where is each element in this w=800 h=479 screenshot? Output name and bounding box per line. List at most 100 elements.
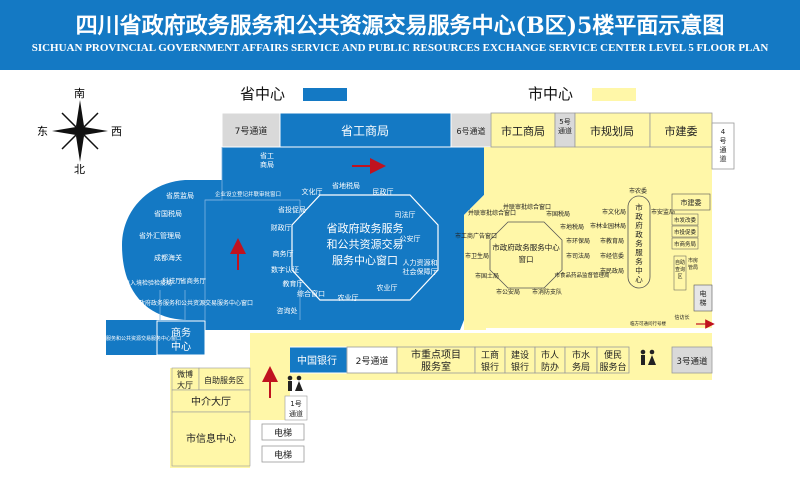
- cwv-7: 务: [635, 256, 643, 266]
- label-qiye-sheli: 企业设立登记并联审批窗口: [215, 190, 281, 198]
- label-bingliang1: 并联审批综合窗口: [468, 209, 516, 217]
- channel-3-label: 3号通道: [677, 356, 708, 367]
- room-zhongdian-l2: 服务室: [421, 360, 451, 373]
- compass-east: 东: [37, 125, 48, 138]
- channel-7: [221, 112, 281, 148]
- label-sifa: 司法厅: [395, 210, 416, 219]
- room-renfang-l2: 防办: [541, 361, 559, 373]
- ch4-c: 通: [720, 145, 727, 154]
- label-shi-gongshang-gg: 市工商广告窗口: [455, 232, 497, 240]
- label-shi-huanbao: 市环保局: [566, 237, 590, 245]
- room-bianmin-l2: 服务台: [599, 361, 626, 373]
- room-zizhu-label: 自助服务区: [204, 375, 244, 385]
- room-shi-jianwei-2-label: 市建委: [681, 198, 702, 207]
- province-center-l1: 省政府政务服务: [327, 221, 404, 235]
- room-icbc-l1: 工商: [481, 349, 499, 361]
- room-xinxi[interactable]: [171, 411, 251, 467]
- label-bottom-note: 临方可通问行号楼: [630, 320, 666, 327]
- cwv-4: 政: [635, 229, 643, 239]
- zy-2: 查询: [675, 266, 685, 273]
- restroom-icon-right: [640, 349, 656, 365]
- label-gongan: 公安厅: [400, 234, 421, 243]
- cwv-3: 府: [635, 220, 643, 230]
- label-bingliang2: 并联审批综合窗口: [503, 203, 551, 211]
- label-sheng-waihui: 省外汇管理局: [139, 231, 181, 240]
- label-nongye-ting: 农业厅: [338, 293, 359, 302]
- ch5-a: 5号: [559, 118, 570, 126]
- city-center-window[interactable]: [489, 221, 563, 289]
- label-shi-sifa: 市司法局: [566, 252, 590, 260]
- label-shi-linye: 市林业园林局: [590, 222, 626, 230]
- label-zixun: 咨询处: [277, 306, 298, 315]
- page-subtitle: SICHUAN PROVINCIAL GOVERNMENT AFFAIRS SE…: [31, 42, 769, 54]
- label-sg-1: 省工: [260, 151, 274, 160]
- restroom-icon-left: [287, 375, 303, 391]
- label-minzheng: 民政厅: [373, 187, 394, 196]
- room-shuiwu-l2: 务局: [572, 361, 590, 373]
- room-shuiwu[interactable]: [564, 346, 598, 374]
- room-xinxi-label: 市信息中心: [186, 432, 236, 445]
- room-shi-shangwu[interactable]: [671, 237, 699, 250]
- channel-6: [450, 112, 492, 148]
- room-shi-tousu[interactable]: [671, 225, 699, 238]
- room-renfang-l1: 市人: [541, 349, 559, 361]
- room-renfang[interactable]: [534, 346, 566, 374]
- elevator-1-label: 电梯: [274, 427, 292, 439]
- elevator-right[interactable]: [693, 284, 713, 312]
- cwv-6: 服: [635, 248, 643, 257]
- room-icbc-l2: 银行: [481, 361, 499, 373]
- room-shi-jianwei-2[interactable]: [671, 193, 711, 211]
- compass-south: 南: [74, 87, 85, 100]
- cwv-5: 务: [635, 238, 643, 248]
- label-shi-jiaoyu: 市教育局: [600, 237, 624, 245]
- city-window-vertical[interactable]: [627, 195, 651, 289]
- room-icbc[interactable]: [474, 346, 506, 374]
- province-center-window[interactable]: [291, 194, 439, 301]
- room-shi-guihua-label: 市规划局: [590, 124, 634, 138]
- province-center-l2: 和公共资源交易: [327, 237, 404, 251]
- room-shi-jianwei[interactable]: [649, 112, 713, 148]
- channel-3: [671, 346, 713, 374]
- channel-6-label: 6号通道: [456, 126, 485, 136]
- elevator-1[interactable]: [261, 423, 305, 441]
- room-weibo-l2: 大厅: [177, 380, 193, 390]
- room-shi-gongshang-label: 市工商局: [501, 124, 545, 138]
- channel-1-l2: 通道: [289, 409, 303, 418]
- label-shi-wenhua: 市文化局: [602, 208, 626, 216]
- room-bianmin[interactable]: [596, 346, 630, 374]
- label-shi-gongan: 市公安局: [496, 288, 520, 296]
- room-shi-fagai[interactable]: [671, 213, 699, 226]
- room-sheng-gongshang[interactable]: [279, 112, 452, 148]
- shangwu-center-l2: 中心: [171, 340, 191, 353]
- room-bank-china[interactable]: [286, 346, 348, 374]
- label-shangwu2: 商务厅: [273, 249, 294, 258]
- label-shi-guoshui: 市国税局: [546, 210, 570, 218]
- legend-province-label: 省中心: [240, 85, 285, 103]
- channel-1-l1: 1号: [290, 400, 301, 408]
- legend-province-swatch: [303, 88, 347, 101]
- room-shi-gongshang[interactable]: [490, 112, 556, 148]
- zy-1: 自助: [675, 259, 685, 266]
- room-shuiwu-l1: 市水: [572, 349, 590, 361]
- label-nongye: 农业厅: [377, 283, 398, 292]
- room-shangwu-center[interactable]: [156, 320, 206, 356]
- er-2: 梯: [700, 298, 707, 307]
- room-bianmin-l1: 便民: [604, 349, 622, 361]
- room-sheng-gongshang-label: 省工商局: [341, 123, 389, 138]
- room-ccb[interactable]: [504, 346, 536, 374]
- room-shi-guihua[interactable]: [574, 112, 651, 148]
- room-ccb-l1: 建设: [511, 349, 529, 361]
- label-shengzheng-window: 省政府政务服务和公共资源交易服务中心窗口: [133, 299, 253, 307]
- label-chengdu-haiguan: 成都海关: [154, 253, 182, 262]
- label-shi-fangguan: 市房管局: [688, 257, 698, 271]
- fg-2: 管局: [688, 264, 698, 271]
- room-zhongdian[interactable]: [396, 346, 476, 374]
- label-shi-guotu: 市国土局: [475, 272, 499, 280]
- elevator-2[interactable]: [261, 445, 305, 463]
- label-sheng-gongshang-v: 省工商局: [260, 151, 274, 169]
- room-ziyuan[interactable]: [673, 255, 687, 291]
- ch4-a: 4: [721, 128, 726, 136]
- city-center-l1: 市政府政务服务中心: [492, 242, 560, 252]
